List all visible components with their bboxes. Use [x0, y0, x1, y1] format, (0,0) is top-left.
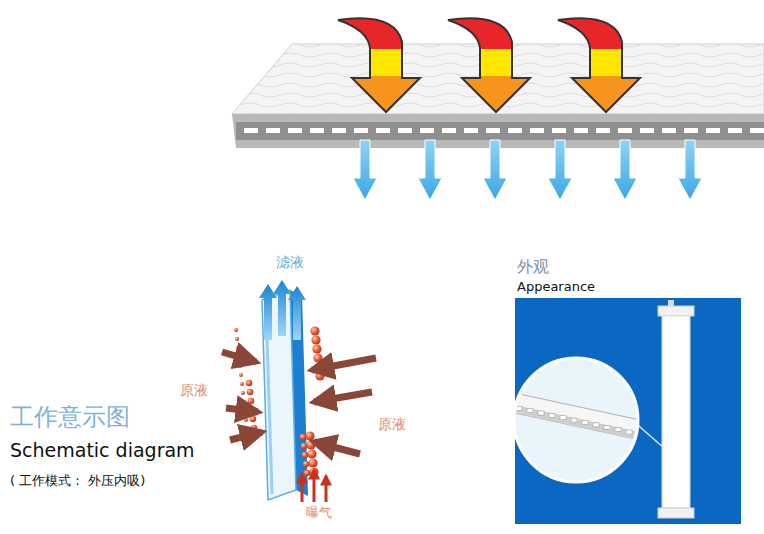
- bubble: [235, 337, 239, 341]
- chinese-title: 工作意示图: [10, 404, 130, 432]
- bubble: [303, 461, 310, 468]
- bubble: [312, 344, 321, 353]
- permeate-arrow: [548, 140, 572, 200]
- bubble: [245, 427, 249, 431]
- bubbles: [234, 326, 325, 476]
- channel: [486, 128, 500, 133]
- zoom-hole: [538, 411, 544, 415]
- filtrate-arrow: [273, 280, 291, 336]
- bubble: [244, 418, 248, 422]
- channel: [618, 128, 632, 133]
- zoom-hole: [615, 428, 621, 432]
- feed-label: 原液: [378, 416, 406, 432]
- filtrate-label: 滤液: [276, 254, 304, 270]
- channel: [728, 128, 742, 133]
- bubble: [311, 335, 320, 344]
- channel: [354, 128, 368, 133]
- permeate-arrow: [678, 140, 702, 200]
- bubble: [246, 380, 253, 387]
- channel: [398, 128, 412, 133]
- channel: [706, 128, 720, 133]
- bubble: [304, 470, 311, 477]
- heat-arrows: [338, 18, 640, 112]
- channel: [376, 128, 390, 133]
- bubble: [239, 373, 243, 377]
- feed-arrows: [222, 352, 376, 454]
- bubble: [302, 452, 309, 459]
- english-title: Schematic diagram: [10, 440, 195, 462]
- channel: [420, 128, 434, 133]
- appearance-panel: [510, 298, 741, 524]
- appearance-heading: 外观: [517, 258, 549, 276]
- channel: [266, 128, 280, 133]
- zoom-hole: [549, 413, 555, 417]
- channel: [552, 128, 566, 133]
- channel: [574, 128, 588, 133]
- zoom-hole: [593, 423, 599, 427]
- channel: [508, 128, 522, 133]
- bubble: [301, 443, 308, 450]
- zoom-hole: [604, 425, 610, 429]
- bubble: [308, 458, 317, 467]
- feed-label: 原液: [180, 382, 208, 398]
- channel: [442, 128, 456, 133]
- bubble: [238, 364, 242, 368]
- channel: [244, 128, 258, 133]
- bubble: [234, 328, 238, 332]
- bubble: [248, 398, 255, 405]
- channel: [464, 128, 478, 133]
- channel: [332, 128, 346, 133]
- appearance-label: Appearance: [517, 280, 595, 295]
- zoom-hole: [637, 432, 643, 436]
- work-mode-note: ( 工作模式： 外压内吸): [10, 474, 145, 489]
- channel: [750, 128, 764, 133]
- bubble: [242, 400, 246, 404]
- zoom-hole: [527, 409, 533, 413]
- aeration-label: 曝气: [306, 506, 332, 521]
- channel: [596, 128, 610, 133]
- aeration-arrows: [302, 470, 326, 502]
- zoom-hole: [571, 418, 577, 422]
- channel: [310, 128, 324, 133]
- permeate-arrow: [613, 140, 637, 200]
- channel: [288, 128, 302, 133]
- zoom-hole: [626, 430, 632, 434]
- zoom-hole: [560, 416, 566, 420]
- filtrate-arrows: [259, 280, 306, 340]
- bubble: [305, 431, 314, 440]
- bubble: [250, 416, 257, 423]
- zoom-hole: [516, 406, 522, 410]
- channel: [530, 128, 544, 133]
- permeate-arrows: [353, 140, 702, 200]
- channel: [640, 128, 654, 133]
- bubble: [236, 346, 240, 350]
- bubble: [240, 382, 244, 386]
- channel: [684, 128, 698, 133]
- bubble: [310, 326, 319, 335]
- bubble: [315, 371, 324, 380]
- channel: [662, 128, 676, 133]
- bubble: [313, 353, 322, 362]
- bubble: [241, 391, 245, 395]
- zoom-hole: [582, 421, 588, 425]
- permeate-arrow: [418, 140, 442, 200]
- permeate-arrow: [353, 140, 377, 200]
- permeate-arrow: [483, 140, 507, 200]
- filtrate-arrow: [288, 286, 306, 340]
- bubble: [307, 449, 316, 458]
- bubble: [247, 389, 254, 396]
- bubble: [300, 434, 307, 441]
